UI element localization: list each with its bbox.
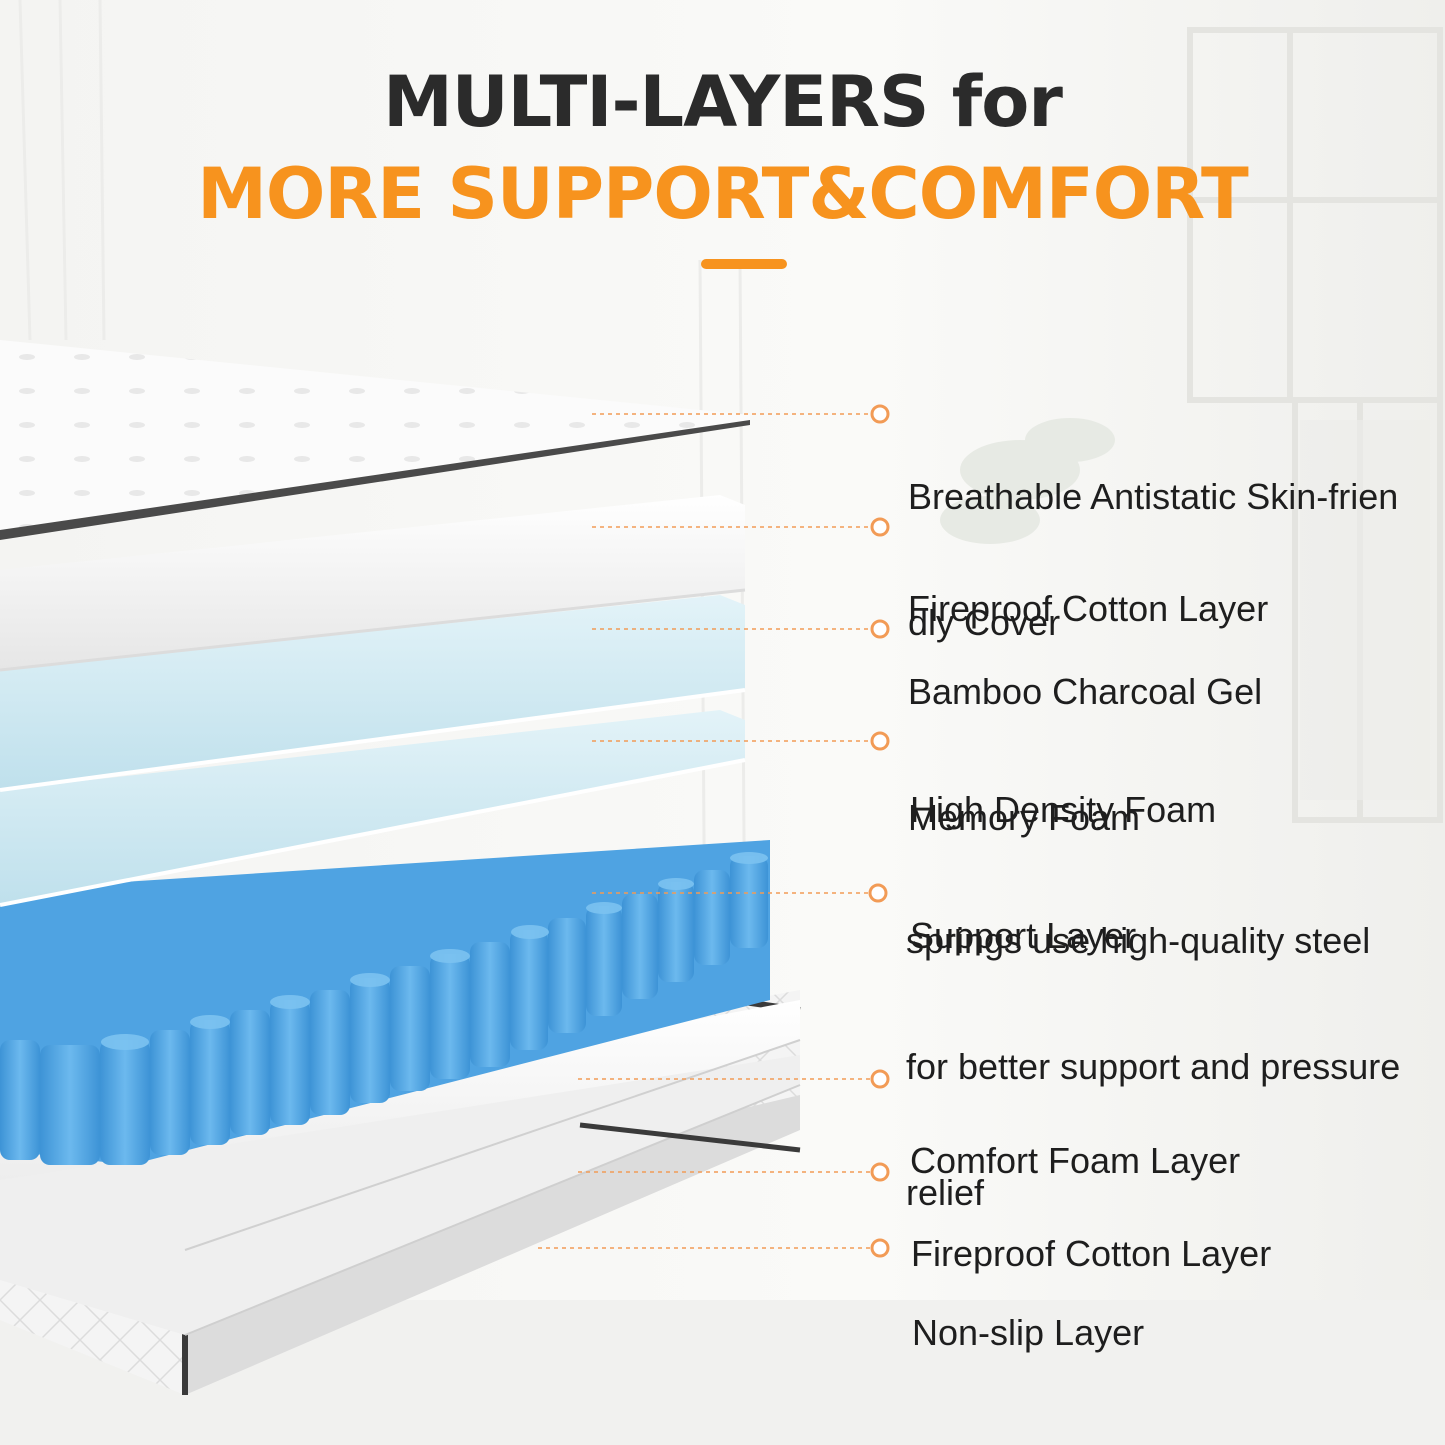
marker-dot: [870, 517, 890, 537]
label-springs-line1: springs use high-quality steel: [906, 920, 1371, 961]
label-non-slip-line1: Non-slip Layer: [912, 1312, 1145, 1353]
leader-lines: [538, 413, 870, 1249]
label-cover-line1: Breathable Antistatic Skin-frien: [908, 476, 1399, 517]
heading-line-1: MULTI-LAYERS for: [383, 61, 1063, 143]
label-gel-memory-line1: Bamboo Charcoal Gel: [908, 671, 1263, 712]
label-high-density-line1: High Density Foam: [910, 789, 1217, 830]
marker-dot: [870, 1069, 890, 1089]
label-comfort-foam-line1: Comfort Foam Layer: [910, 1140, 1241, 1181]
label-cover-line2: dly Cover: [908, 602, 1061, 643]
marker-dot: [870, 731, 890, 751]
label-cover: Breathable Antistatic Skin-frien dly Cov…: [908, 392, 1398, 686]
label-high-density-line2: Support Layer: [910, 915, 1137, 956]
heading-line-2: MORE SUPPORT&COMFORT: [197, 153, 1249, 235]
label-high-density: High Density Foam Support Layer: [910, 705, 1216, 999]
label-fireproof-top: Fireproof Cotton Layer: [908, 504, 1268, 672]
marker-dot: [870, 1238, 890, 1258]
label-comfort-foam: Comfort Foam Layer: [910, 1056, 1240, 1224]
marker-dot: [870, 1162, 890, 1182]
label-gel-memory: Bamboo Charcoal Gel Memory Foam: [908, 587, 1262, 881]
quilted-cover-sheet: [0, 340, 750, 540]
plant: [940, 418, 1115, 544]
label-non-slip: Non-slip Layer: [912, 1228, 1144, 1396]
gel-memory-foam-sheet: [0, 595, 746, 792]
marker-dot: [870, 404, 890, 424]
label-springs-line3: relief: [906, 1172, 985, 1213]
label-gel-memory-line2: Memory Foam: [908, 797, 1141, 838]
marker-dot: [868, 883, 888, 903]
high-density-foam-sheet: [0, 710, 746, 907]
heading: MULTI-LAYERS for MORE SUPPORT&COMFORT: [0, 60, 1445, 236]
fireproof-cotton-top-sheet: [0, 495, 746, 672]
heading-underline: [701, 259, 787, 269]
label-springs: springs use high-quality steel for bette…: [906, 836, 1400, 1256]
marker-dots: [868, 404, 890, 1258]
label-fireproof-top-line1: Fireproof Cotton Layer: [908, 588, 1269, 629]
label-springs-line2: for better support and pressure: [906, 1046, 1401, 1087]
label-fireproof-bottom-line1: Fireproof Cotton Layer: [911, 1233, 1272, 1274]
pocket-springs: [0, 840, 770, 1165]
marker-dot: [870, 619, 890, 639]
base-box: [0, 987, 801, 1395]
label-fireproof-bottom: Fireproof Cotton Layer: [911, 1149, 1271, 1317]
